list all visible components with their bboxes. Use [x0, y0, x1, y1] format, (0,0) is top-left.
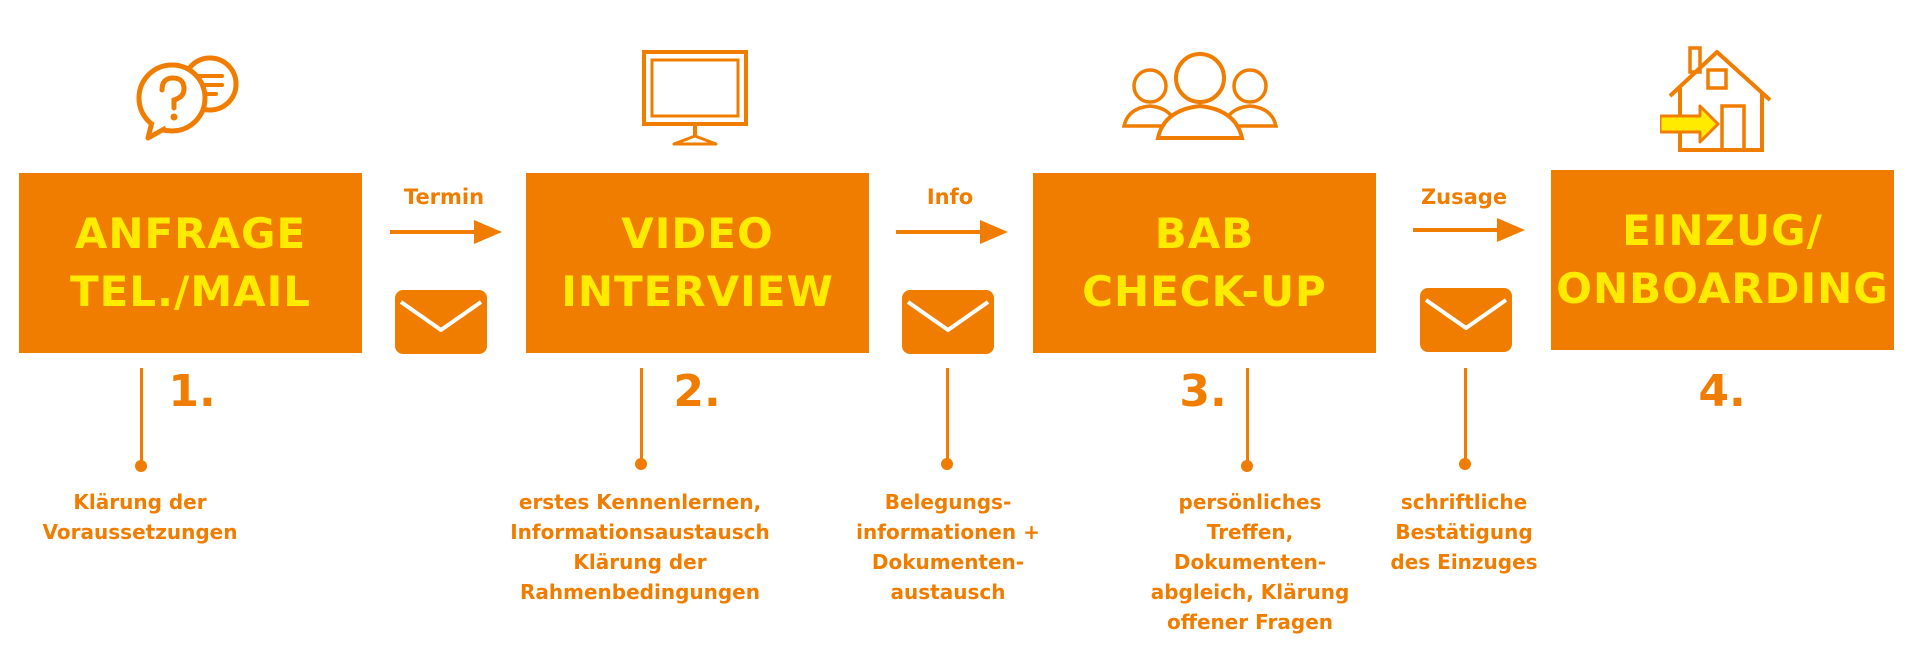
step-3-box: BAB CHECK-UP	[1033, 173, 1376, 353]
step-3-description-line: offener Fragen	[1167, 610, 1333, 634]
step-2-number: 2.	[673, 366, 721, 417]
leader-line-step-2	[640, 368, 643, 464]
step-2-title-line2: INTERVIEW	[561, 267, 834, 316]
leader-dot-step-3	[1241, 460, 1253, 472]
step-1-box: ANFRAGE TEL./MAIL	[19, 173, 362, 353]
connector-2-description: Belegungs- informationen + Dokumenten- a…	[848, 487, 1048, 607]
step-3-title-line1: BAB	[1154, 209, 1255, 258]
envelope-icon	[395, 290, 487, 354]
connector-3-description: schriftliche Bestätigung des Einzuges	[1379, 487, 1549, 577]
step-2-description-line: erstes Kennenlernen,	[518, 490, 762, 514]
step-4-box: EINZUG/ ONBOARDING	[1551, 170, 1894, 350]
envelope-icon	[1420, 288, 1512, 352]
leader-line-connector-3	[1464, 368, 1467, 464]
step-2-title-line1: VIDEO	[621, 209, 774, 258]
step-3-description-line: Treffen,	[1206, 520, 1294, 544]
leader-dot-step-1	[135, 460, 147, 472]
connector-2-description-line: Belegungs-	[884, 490, 1012, 514]
step-1-number: 1.	[168, 366, 216, 417]
leader-line-step-3	[1246, 368, 1249, 464]
step-3-description-line: Dokumenten-	[1173, 550, 1327, 574]
step-4-number: 4.	[1698, 366, 1746, 417]
people-group-icon	[1120, 48, 1280, 143]
arrow-right-icon	[1413, 218, 1525, 242]
leader-dot-connector-3	[1459, 458, 1471, 470]
leader-dot-step-2	[635, 458, 647, 470]
step-3-description-line: persönliches	[1178, 490, 1322, 514]
step-3-title-line2: CHECK-UP	[1082, 267, 1327, 316]
connector-3-description-line: Bestätigung	[1395, 520, 1533, 544]
house-move-in-icon	[1660, 44, 1775, 154]
step-1-description: Klärung der Voraussetzungen	[20, 487, 260, 547]
connector-2-description-line: austausch	[890, 580, 1006, 604]
step-1-title-line1: ANFRAGE	[74, 209, 307, 258]
question-chat-icon	[130, 52, 250, 142]
step-3-number: 3.	[1179, 366, 1227, 417]
step-1-description-line: Voraussetzungen	[42, 520, 238, 544]
connector-3-label: Zusage	[1420, 185, 1508, 209]
monitor-icon	[640, 48, 750, 148]
connector-1-label: Termin	[403, 185, 485, 209]
step-4-title-line1: EINZUG/	[1622, 206, 1823, 255]
arrow-right-icon	[390, 220, 502, 244]
step-3-description: persönliches Treffen, Dokumenten- abglei…	[1140, 487, 1360, 637]
step-2-description: erstes Kennenlernen, Informationsaustaus…	[500, 487, 780, 607]
connector-2-label: Info	[926, 185, 974, 209]
connector-2-description-line: informationen +	[856, 520, 1040, 544]
step-3-description-line: abgleich, Klärung	[1150, 580, 1350, 604]
connector-3-description-line: schriftliche	[1400, 490, 1528, 514]
step-2-description-line: Informationsaustausch	[510, 520, 770, 544]
leader-line-connector-2	[946, 368, 949, 464]
envelope-icon	[902, 290, 994, 354]
connector-3-description-line: des Einzuges	[1390, 550, 1538, 574]
leader-line-step-1	[140, 368, 143, 464]
step-4-title-line2: ONBOARDING	[1556, 264, 1889, 313]
step-1-description-line: Klärung der	[73, 490, 207, 514]
connector-2-description-line: Dokumenten-	[871, 550, 1025, 574]
step-2-description-line: Rahmenbedingungen	[520, 580, 760, 604]
step-1-title-line2: TEL./MAIL	[69, 267, 312, 316]
step-2-box: VIDEO INTERVIEW	[526, 173, 869, 353]
leader-dot-connector-2	[941, 458, 953, 470]
step-2-description-line: Klärung der	[573, 550, 707, 574]
arrow-right-icon	[896, 220, 1008, 244]
